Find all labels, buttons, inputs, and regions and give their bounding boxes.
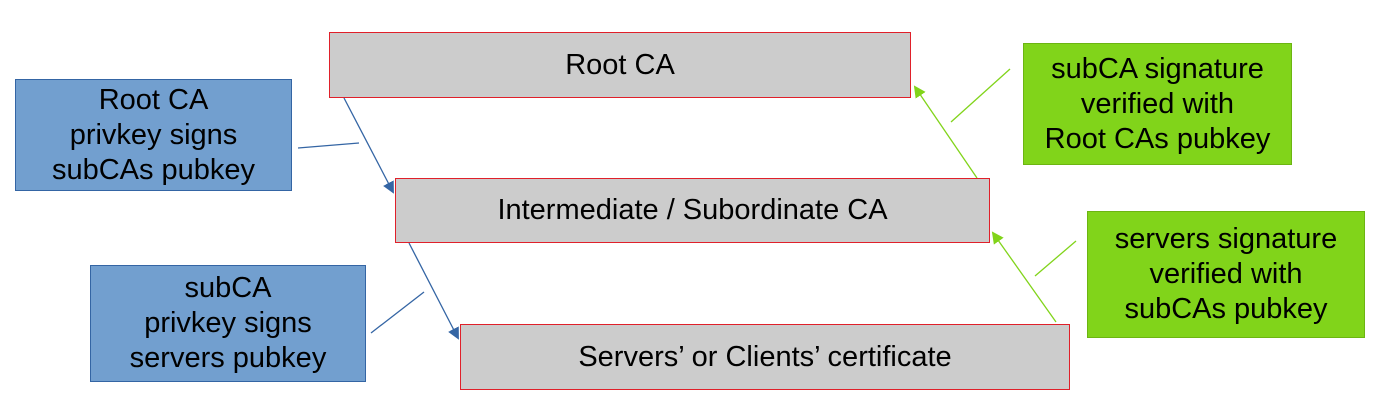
intermediate-signs-server-arrow xyxy=(408,242,459,340)
subca-signs-note-text: subCA privkey signs servers pubkey xyxy=(129,272,327,374)
subca-signs-callout-line xyxy=(370,291,425,334)
server-signature-verified-note-text: servers signature verified with subCAs p… xyxy=(1114,223,1338,325)
server-verified-callout-line xyxy=(1034,240,1077,277)
root-signs-callout-line xyxy=(297,142,360,149)
root-ca-signs-note-text: Root CA privkey signs subCAs pubkey xyxy=(51,83,256,186)
subca-verified-callout-line xyxy=(950,68,1011,123)
root-signs-intermediate-arrow xyxy=(343,97,394,194)
root-ca-signs-note: Root CA privkey signs subCAs pubkey xyxy=(15,79,292,191)
server-signature-verified-note: servers signature verified with subCAs p… xyxy=(1087,211,1365,338)
server-verified-by-subca-arrow xyxy=(991,231,1057,323)
end-entity-certificate-box: Servers’ or Clients’ certificate xyxy=(460,324,1070,390)
subca-verified-by-root-arrow xyxy=(913,85,978,179)
subca-signature-verified-note-text: subCA signature verified with Root CAs p… xyxy=(1044,52,1271,155)
end-entity-certificate-label: Servers’ or Clients’ certificate xyxy=(578,340,952,373)
root-ca-box: Root CA xyxy=(329,32,911,98)
subca-signs-note: subCA privkey signs servers pubkey xyxy=(90,265,366,382)
intermediate-ca-box: Intermediate / Subordinate CA xyxy=(395,178,990,243)
root-ca-label: Root CA xyxy=(565,48,675,81)
subca-signature-verified-note: subCA signature verified with Root CAs p… xyxy=(1023,43,1292,165)
intermediate-ca-label: Intermediate / Subordinate CA xyxy=(497,194,888,226)
